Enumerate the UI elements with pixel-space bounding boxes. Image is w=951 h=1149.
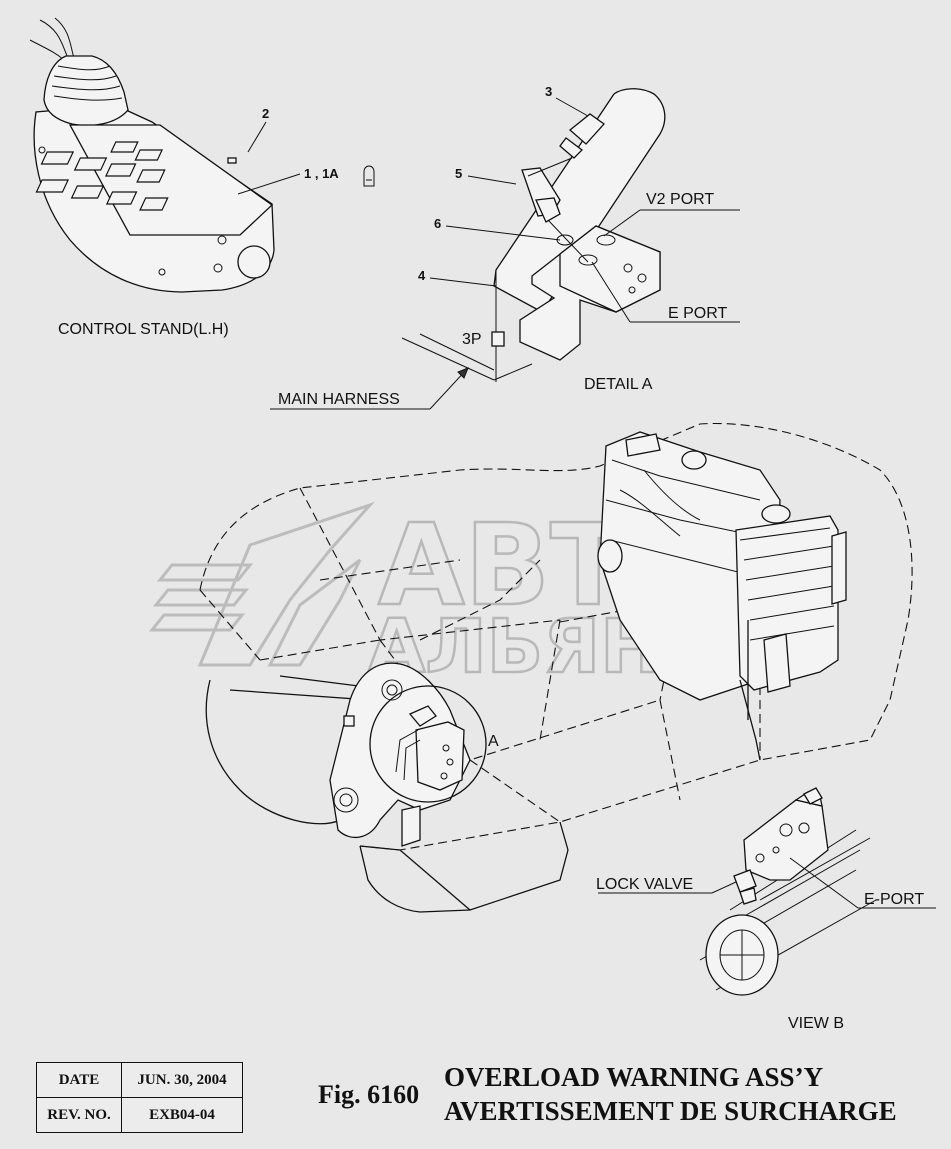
rev-label: REV. NO. [36, 1097, 122, 1133]
title-english: OVERLOAD WARNING ASS’Y [444, 1062, 824, 1092]
engine-drawing [597, 431, 847, 761]
label-3p-connector: 3P [462, 331, 482, 348]
detail-a-circle [369, 685, 487, 803]
label-e-port-view-b: E-PORT [864, 891, 924, 908]
bulb-icon [363, 165, 375, 187]
label-view-b: VIEW B [788, 1015, 844, 1032]
title-french: AVERTISSEMENT DE SURCHARGE [444, 1096, 897, 1126]
date-value: JUN. 30, 2004 [121, 1062, 243, 1098]
view-b-drawing [699, 787, 877, 996]
part-number-6: 6 [434, 216, 441, 231]
part-number-5: 5 [455, 166, 462, 181]
label-main-harness: MAIN HARNESS [278, 391, 400, 408]
label-v2-port: V2 PORT [646, 191, 714, 208]
part-number-3: 3 [545, 84, 552, 99]
detail-a-drawing [401, 88, 666, 382]
boom-bracket-drawing [329, 662, 471, 847]
revision-table: DATE JUN. 30, 2004 REV. NO. EXB04-04 [36, 1062, 243, 1133]
label-detail-marker-a: A [488, 733, 499, 750]
rev-value: EXB04-04 [121, 1097, 243, 1133]
label-lock-valve: LOCK VALVE [596, 876, 693, 893]
control-stand-drawing [29, 17, 275, 293]
label-control-stand: CONTROL STAND(L.H) [58, 321, 229, 338]
part-number-4: 4 [418, 268, 426, 283]
date-label: DATE [36, 1062, 122, 1098]
part-number-2: 2 [262, 106, 269, 121]
switch-panel [35, 141, 169, 211]
label-detail-a: DETAIL A [584, 376, 653, 393]
label-e-port: E PORT [668, 305, 728, 322]
part-number-1: 1 , 1A [304, 166, 339, 181]
figure-number: Fig. 6160 [318, 1080, 420, 1109]
